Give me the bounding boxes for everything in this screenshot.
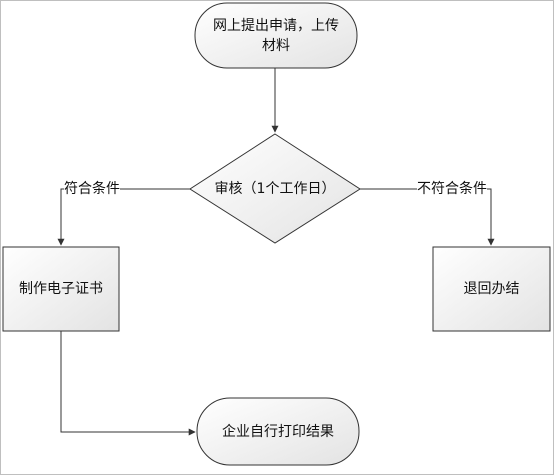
review-diamond-shape [189,133,361,244]
edge-review-to-make-cert [57,188,190,246]
edge-make-cert-to-print [60,331,196,436]
edge-review-to-reject [360,188,495,246]
reject-node-shape [432,246,551,332]
edge-label-fail: 不符合条件 [417,180,487,198]
print-node-shape [196,397,360,466]
make-cert-node-shape [2,246,120,332]
start-node-shape [194,2,358,69]
edge-label-pass: 符合条件 [64,180,120,198]
